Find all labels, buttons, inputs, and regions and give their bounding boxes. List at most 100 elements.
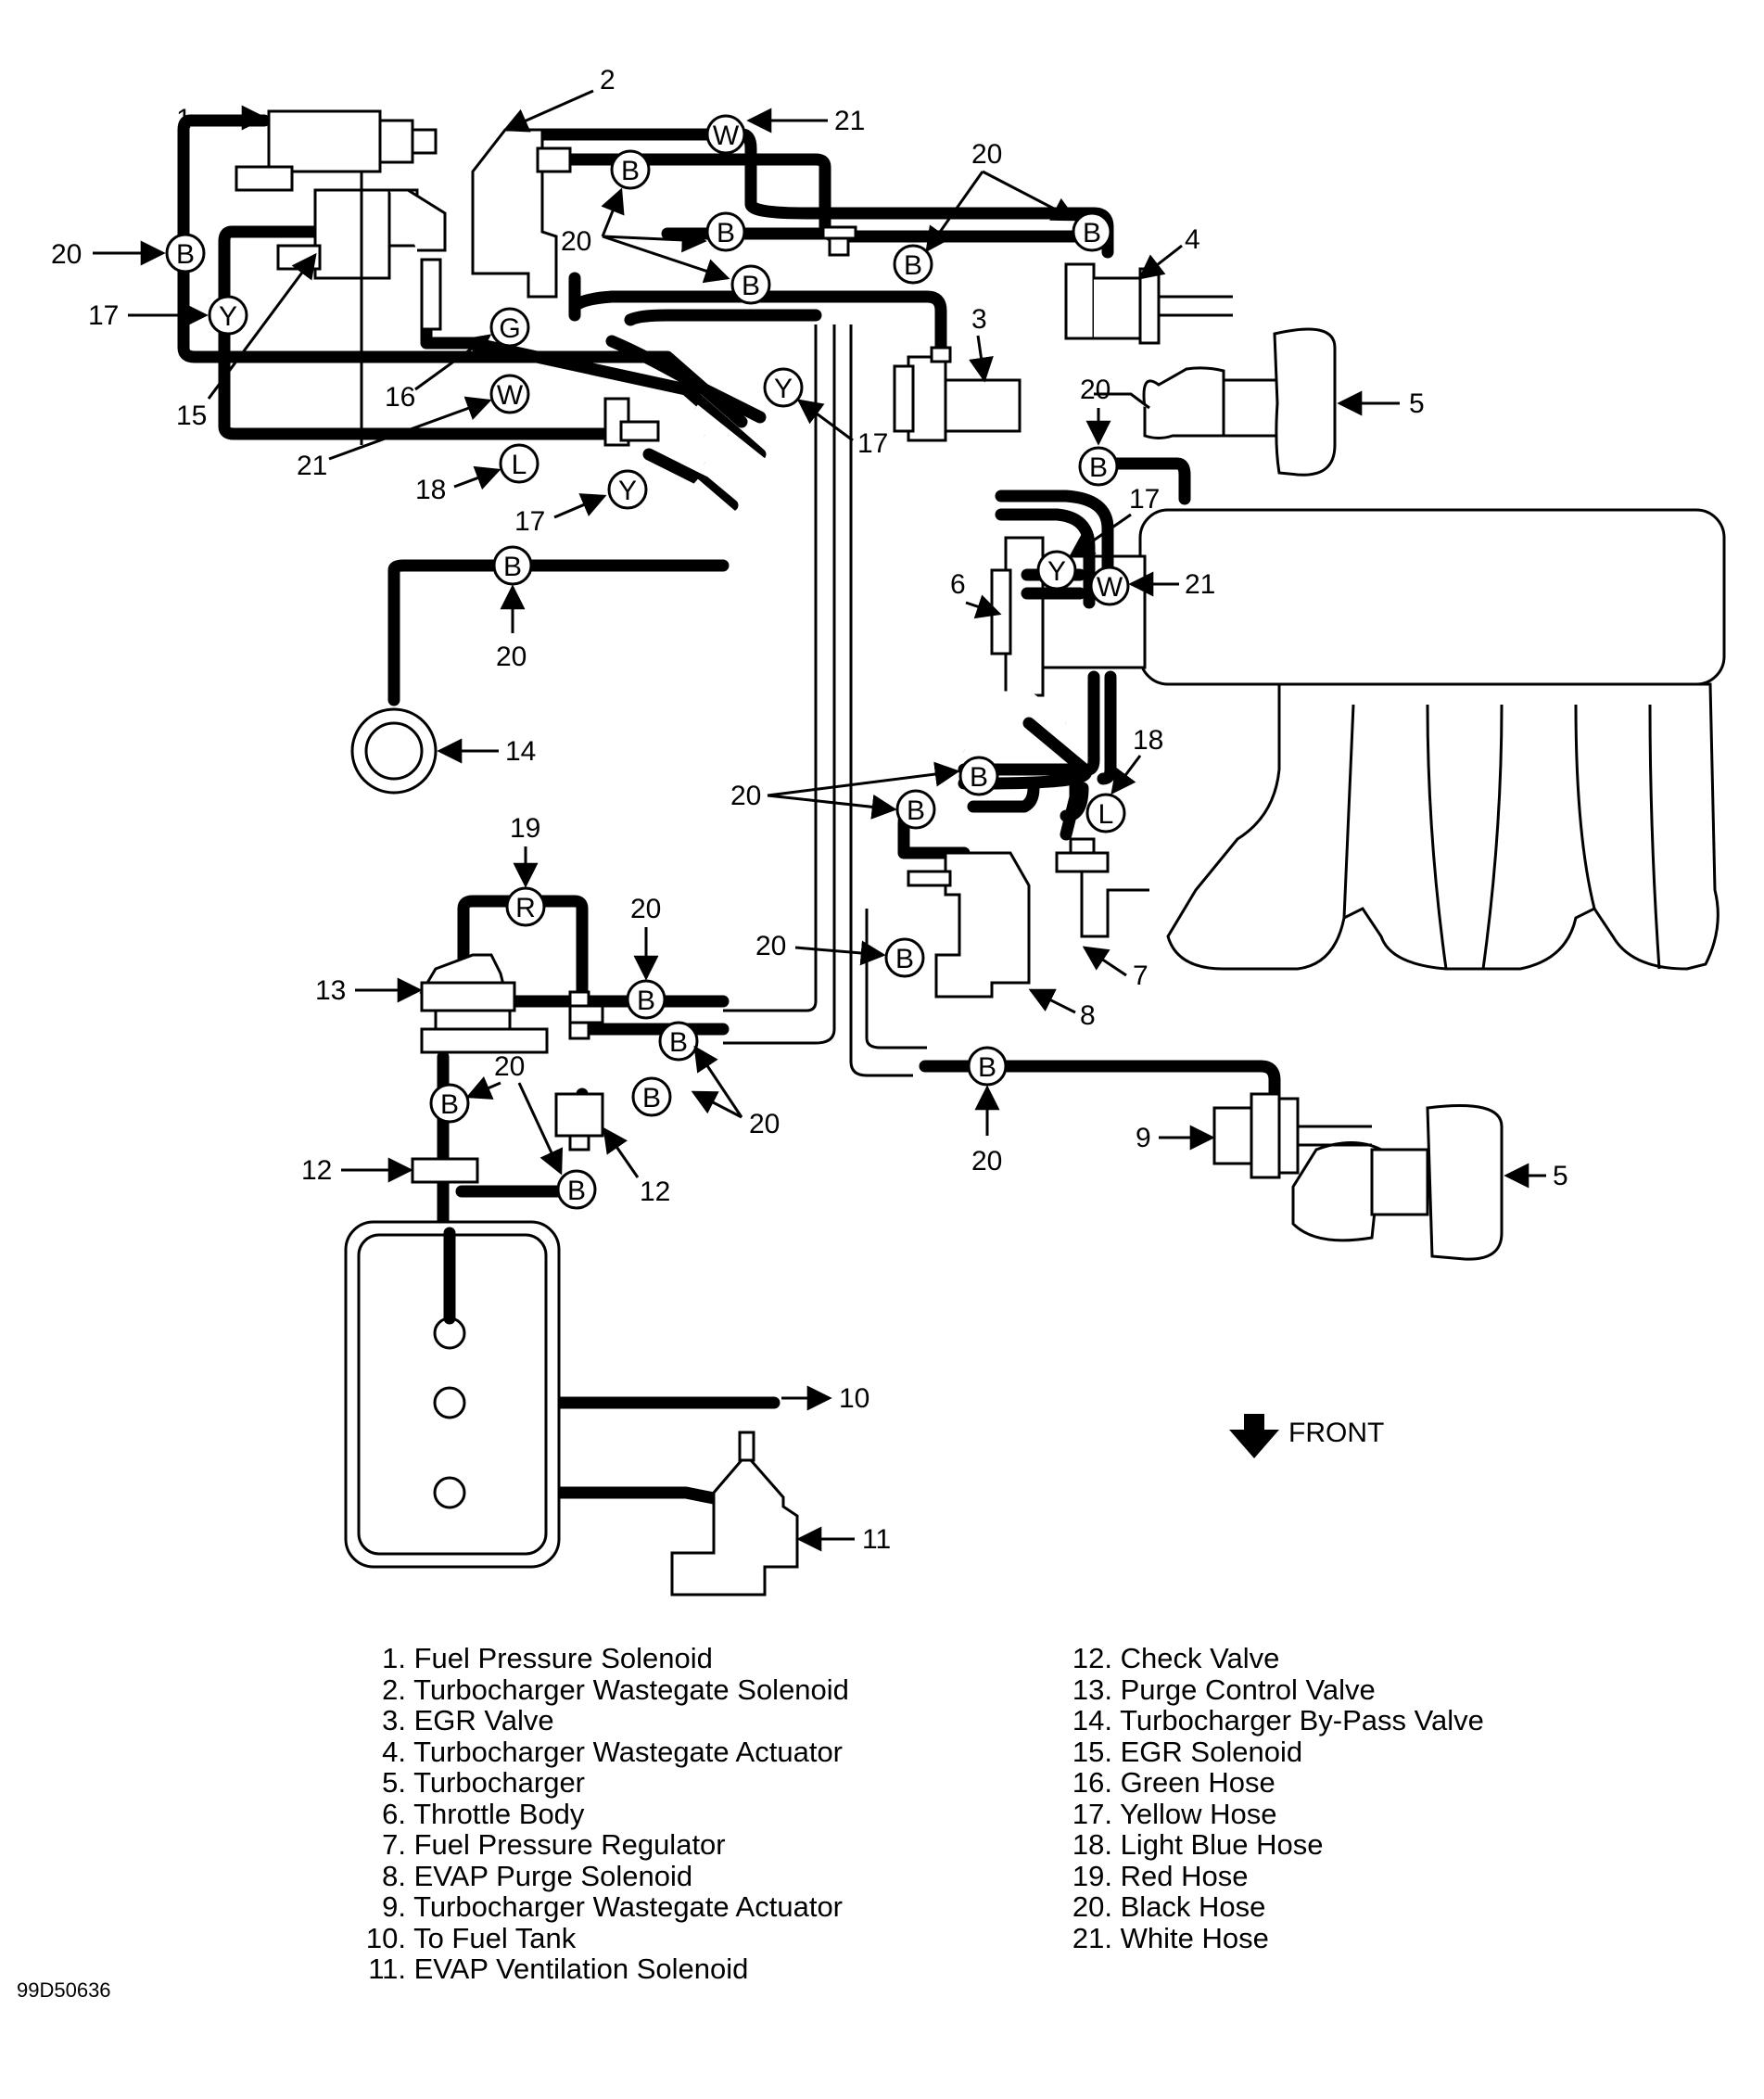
fuel-pressure-regulator bbox=[1055, 837, 1149, 938]
callout-2: 2 bbox=[600, 65, 615, 95]
callout-12-left: 12 bbox=[301, 1155, 332, 1186]
hose-tag-label: B bbox=[503, 552, 522, 582]
legend-text: EVAP Purge Solenoid bbox=[413, 1859, 693, 1892]
turbocharger-bypass-valve bbox=[350, 707, 438, 795]
legend-item: 17. Yellow Hose bbox=[1064, 1797, 1484, 1830]
legend-number: 18. bbox=[1072, 1828, 1112, 1861]
legend-number: 7. bbox=[382, 1828, 406, 1861]
callout-17-left: 17 bbox=[88, 300, 119, 331]
legend-item: 4. Turbocharger Wastegate Actuator bbox=[358, 1736, 849, 1768]
hose-tag-label: B bbox=[742, 271, 760, 301]
legend-text: Yellow Hose bbox=[1120, 1797, 1277, 1830]
legend-item: 6. Throttle Body bbox=[358, 1797, 849, 1830]
wastegate-actuator-top bbox=[1064, 262, 1233, 345]
hose-tag-w-top: W bbox=[705, 114, 746, 155]
hose-tag-label: B bbox=[970, 762, 988, 793]
hose-tag-label: G bbox=[499, 313, 520, 344]
legend-item: 11. EVAP Ventilation Solenoid bbox=[358, 1953, 849, 1985]
evap-ventilation-solenoid bbox=[670, 1431, 799, 1597]
wastegate-actuator-bottom bbox=[1212, 1092, 1372, 1179]
legend-number: 21. bbox=[1072, 1921, 1112, 1954]
callouts: 1 2 21 20 20 20 4 17 3 16 15 5 bbox=[51, 65, 1568, 1555]
legend-item: 18. Light Blue Hose bbox=[1064, 1829, 1484, 1861]
hose-tag-b-14: B bbox=[631, 1076, 672, 1117]
callout-8: 8 bbox=[1080, 1000, 1096, 1031]
legend-number: 17. bbox=[1072, 1797, 1112, 1830]
legend-item: 2. Turbocharger Wastegate Solenoid bbox=[358, 1673, 849, 1706]
hose-tag-label: Y bbox=[219, 301, 237, 332]
legend-number: 5. bbox=[382, 1766, 406, 1799]
hose-tag-b-4: B bbox=[893, 244, 933, 285]
hose-tag-label: B bbox=[621, 156, 640, 186]
hose-tag-label: L bbox=[1098, 799, 1114, 830]
legend-number: 8. bbox=[382, 1859, 406, 1892]
legend-item: 5. Turbocharger bbox=[358, 1767, 849, 1799]
legend-number: 9. bbox=[382, 1890, 406, 1923]
hose-tag-label: B bbox=[717, 218, 735, 248]
hose-tag-b-6: B bbox=[165, 233, 206, 274]
callout-15: 15 bbox=[176, 401, 207, 431]
front-label: FRONT bbox=[1288, 1418, 1384, 1448]
plenum bbox=[1138, 508, 1726, 686]
legend-text: EGR Solenoid bbox=[1120, 1735, 1303, 1768]
legend-text: Turbocharger By-Pass Valve bbox=[1120, 1704, 1484, 1736]
hose-tag-b-11: B bbox=[884, 937, 925, 978]
hose-tag-label: B bbox=[895, 944, 914, 974]
hose-tag-b-5: B bbox=[1072, 211, 1112, 252]
legend-number: 12. bbox=[1072, 1642, 1112, 1674]
hose-tag-l-1: L bbox=[499, 443, 539, 484]
egr-valve bbox=[893, 346, 1022, 442]
legend-text: Purge Control Valve bbox=[1120, 1673, 1376, 1706]
hose-tag-label: W bbox=[497, 380, 524, 411]
hose-bundle-white bbox=[692, 324, 1069, 1077]
callout-20-upper: 20 bbox=[630, 894, 661, 924]
hose-tag-label: Y bbox=[1047, 556, 1066, 587]
legend-item: 9. Turbocharger Wastegate Actuator bbox=[358, 1891, 849, 1923]
callout-20-mid: 20 bbox=[730, 781, 761, 811]
legend-left: 1. Fuel Pressure Solenoid 2. Turbocharge… bbox=[358, 1643, 849, 1985]
hose-tag-b-9: B bbox=[958, 756, 999, 796]
hose-tag-label: B bbox=[642, 1083, 661, 1113]
hose-tag-b-17: B bbox=[967, 1046, 1008, 1087]
callout-17-right: 17 bbox=[1129, 484, 1160, 515]
hose-tag-label: W bbox=[713, 121, 740, 151]
callout-19: 19 bbox=[510, 813, 540, 844]
legend-number: 6. bbox=[382, 1797, 406, 1830]
callout-13: 13 bbox=[315, 975, 346, 1006]
callout-12-right: 12 bbox=[640, 1177, 670, 1207]
callout-9: 9 bbox=[1136, 1123, 1151, 1153]
hose-tag-b-13: B bbox=[658, 1021, 699, 1062]
callout-17-center: 17 bbox=[857, 428, 888, 459]
callout-20-left: 20 bbox=[51, 239, 82, 270]
callout-5-top: 5 bbox=[1409, 388, 1425, 419]
hose-tag-b-2: B bbox=[705, 211, 746, 252]
legend-item: 1. Fuel Pressure Solenoid bbox=[358, 1643, 849, 1674]
turbocharger-top bbox=[1094, 327, 1337, 477]
hose-tag-label: Y bbox=[618, 476, 637, 506]
legend-item: 8. EVAP Purge Solenoid bbox=[358, 1859, 849, 1892]
legend-text: Fuel Pressure Regulator bbox=[413, 1828, 726, 1861]
turbocharger-wastegate-solenoid bbox=[471, 128, 572, 299]
hose-tag-b-8: B bbox=[492, 545, 533, 586]
callout-4: 4 bbox=[1185, 224, 1200, 255]
check-valve-lower bbox=[411, 1157, 479, 1184]
legend-number: 20. bbox=[1072, 1890, 1112, 1923]
hose-tag-r: R bbox=[505, 886, 546, 927]
legend-item: 15. EGR Solenoid bbox=[1064, 1736, 1484, 1768]
hose-tag-label: B bbox=[176, 239, 195, 270]
callout-21-top: 21 bbox=[834, 106, 865, 136]
callout-21-left: 21 bbox=[297, 451, 327, 481]
callout-20-near-8: 20 bbox=[755, 931, 786, 961]
legend-number: 16. bbox=[1072, 1766, 1112, 1799]
legend-text: Throttle Body bbox=[413, 1797, 585, 1830]
legend-number: 4. bbox=[382, 1735, 406, 1768]
legend-item: 10. To Fuel Tank bbox=[358, 1922, 849, 1954]
hose-tag-label: B bbox=[637, 986, 655, 1016]
legend-text: EGR Valve bbox=[413, 1704, 554, 1736]
hose-tag-label: R bbox=[515, 893, 536, 923]
hose-tag-label: B bbox=[669, 1027, 688, 1058]
hose-tag-label: W bbox=[1097, 572, 1123, 603]
legend-text: EVAP Ventilation Solenoid bbox=[413, 1953, 749, 1985]
callout-3: 3 bbox=[971, 304, 987, 335]
hose-tag-label: B bbox=[1083, 218, 1101, 248]
